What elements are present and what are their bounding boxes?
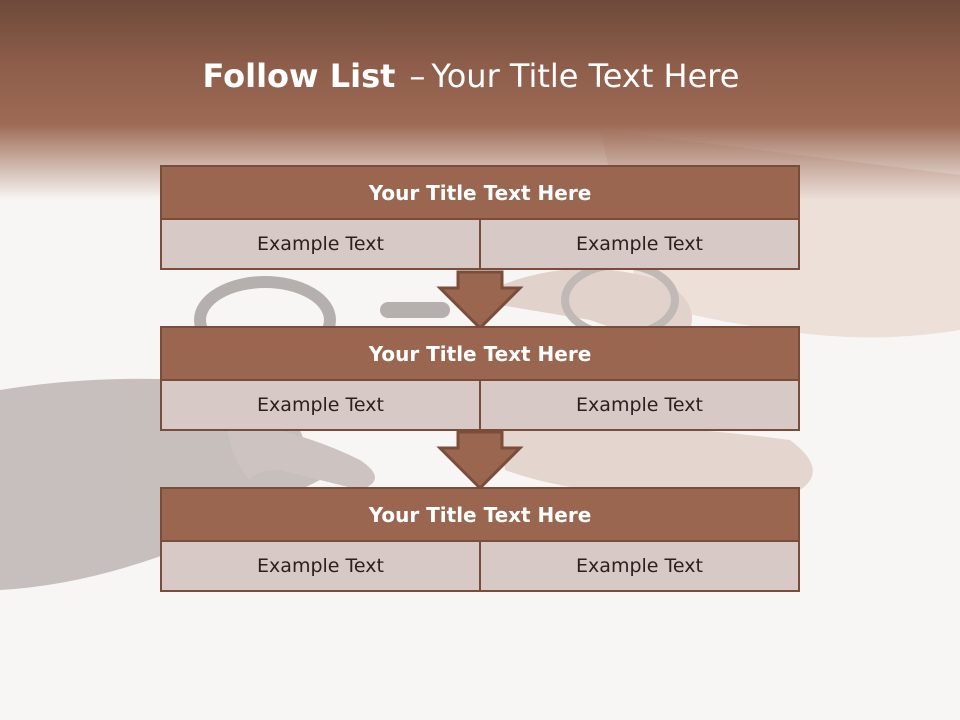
block-title: Your Title Text Here [368,341,592,366]
block-row: Example Text Example Text [160,220,800,270]
slide-title-bold: Follow List [202,57,396,95]
down-arrow-icon [436,270,524,330]
list-block-1: Your Title Text Here Example Text Exampl… [160,165,800,270]
right-hand-shape [470,268,692,334]
block-title-bar: Your Title Text Here [160,487,800,542]
left-arm-shape [0,378,320,590]
block-cell-right: Example Text [481,220,800,270]
left-hand-shape [225,420,375,490]
list-block-2: Your Title Text Here Example Text Exampl… [160,326,800,431]
block-cell-left: Example Text [160,381,481,431]
handcuff-chain [380,302,450,318]
block-title: Your Title Text Here [368,502,592,527]
slide-title-dash: – [409,57,426,95]
block-title-bar: Your Title Text Here [160,165,800,220]
block-cell-left: Example Text [160,220,481,270]
down-arrow-icon [436,430,524,490]
slide-title: Follow List–Your Title Text Here [0,56,942,96]
block-row: Example Text Example Text [160,381,800,431]
block-cell-right: Example Text [481,381,800,431]
block-row: Example Text Example Text [160,542,800,592]
lower-hand-shape [500,424,813,499]
block-title-bar: Your Title Text Here [160,326,800,381]
list-block-3: Your Title Text Here Example Text Exampl… [160,487,800,592]
slide-title-rest: Your Title Text Here [431,57,740,95]
block-cell-left: Example Text [160,542,481,592]
block-title: Your Title Text Here [368,180,592,205]
block-cell-right: Example Text [481,542,800,592]
